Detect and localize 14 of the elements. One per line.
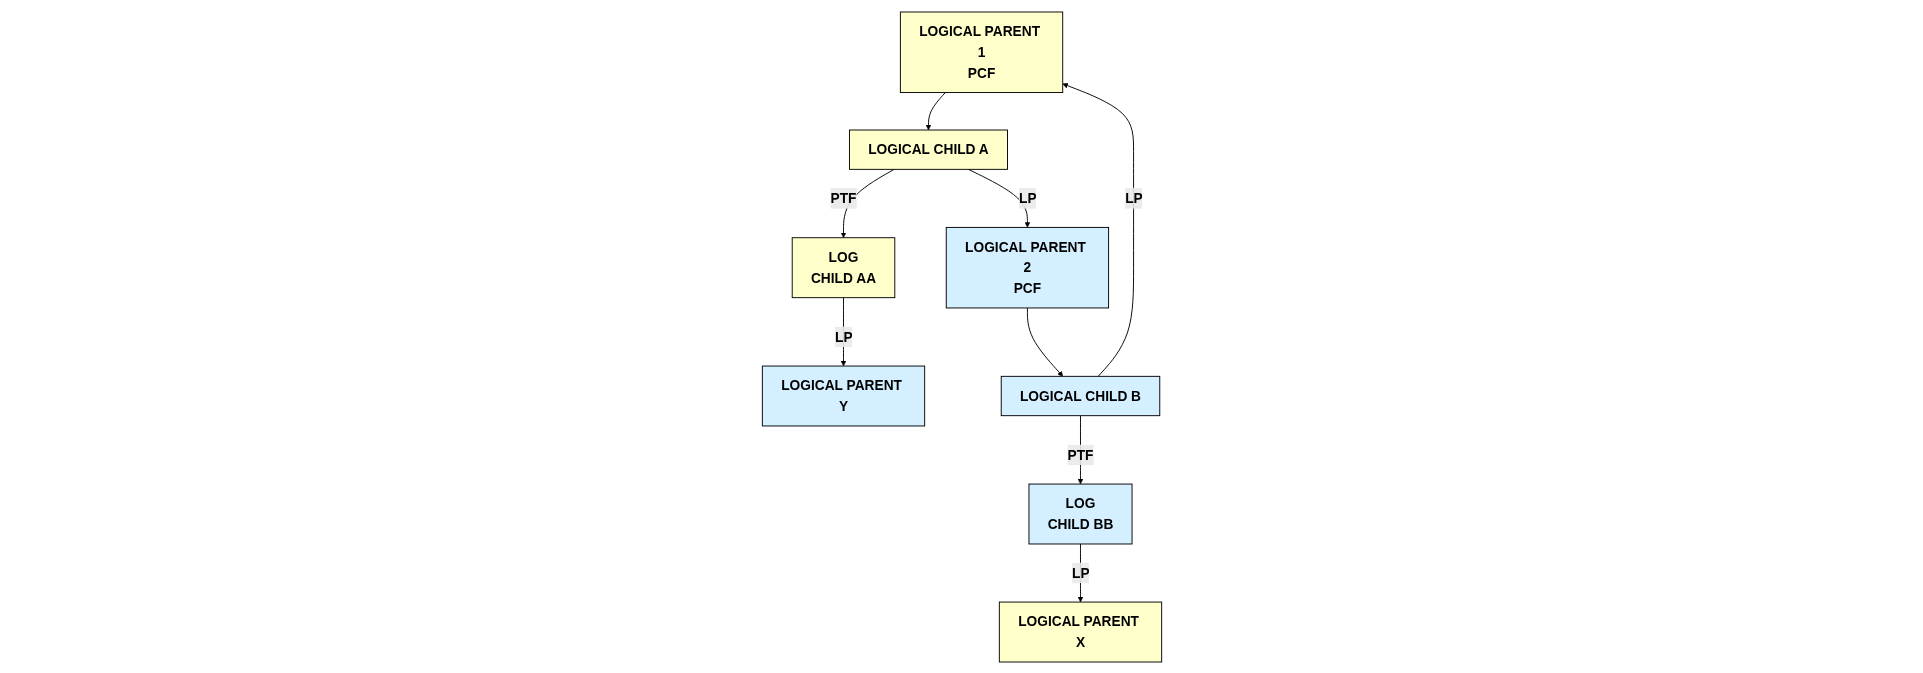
node-box: LOGICAL PARENT 2 PCF	[945, 226, 1109, 308]
edge-label: PTF	[830, 190, 856, 206]
node-box: LOGICAL PARENT 1 PCF	[899, 11, 1063, 93]
node-box: LOG CHILD BB	[1028, 483, 1132, 544]
edge-label: LP	[1018, 190, 1037, 206]
edge-label: LP	[1124, 190, 1143, 206]
edge-label: PTF	[1067, 446, 1093, 463]
node-box: LOGICAL CHILD B	[1000, 375, 1160, 416]
node-box: LOGICAL CHILD A	[848, 129, 1008, 170]
edge-label: LP	[1071, 564, 1090, 581]
node-box: LOGICAL PARENT X	[998, 601, 1162, 662]
node-box: LOGICAL PARENT Y	[761, 365, 925, 426]
edge-label: LP	[834, 328, 853, 345]
node-box: LOG CHILD AA	[791, 236, 895, 298]
